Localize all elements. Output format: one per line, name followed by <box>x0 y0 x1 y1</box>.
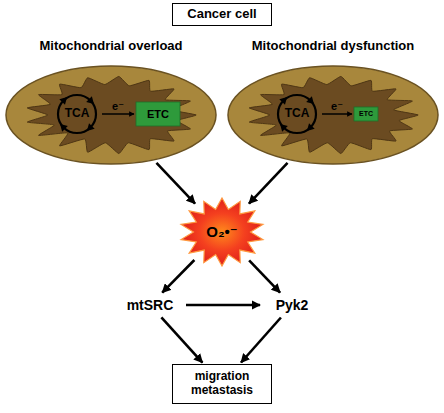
node-label: ETC <box>147 108 169 121</box>
node-label: mtSRC <box>127 297 174 313</box>
arrow-connector <box>186 304 260 307</box>
plain-node: Pyk2 <box>262 294 322 316</box>
arrow-connector <box>241 317 281 362</box>
mito-outline <box>226 64 440 166</box>
node-label: Pyk2 <box>276 297 309 313</box>
mitochondrion-cristae <box>249 76 418 153</box>
star-node: O₂•⁻ <box>180 198 264 266</box>
node-label: TCA <box>65 107 90 121</box>
node-heading: Mitochondrial dysfunction <box>196 39 444 54</box>
mitochondrion-membrane <box>228 66 438 164</box>
arrow-connector <box>249 260 280 292</box>
edge-label: e⁻ <box>112 100 124 113</box>
mitochondrion-cristae <box>27 76 196 153</box>
cycle-arrowhead <box>87 123 95 131</box>
cycle-node: TCA <box>274 91 320 137</box>
cycle-arrowhead <box>60 124 68 132</box>
mitochondrion-membrane <box>6 66 216 164</box>
node-label: migration metastasis <box>179 370 265 398</box>
etc-block <box>354 107 378 121</box>
rect-node: migration metastasis <box>172 364 272 404</box>
etc-node: ETC <box>354 107 378 121</box>
arrow-connector <box>322 113 352 115</box>
cycle-arrowhead <box>307 123 315 131</box>
node-label: O₂•⁻ <box>206 223 238 240</box>
cycle-arrowhead <box>280 124 288 132</box>
arrow-connector <box>102 113 134 115</box>
node-heading: Mitochondrial overload <box>0 39 248 54</box>
cycle-arrowhead <box>306 96 314 104</box>
rect-node: Cancer cell <box>172 3 272 26</box>
cycle-circle <box>58 95 96 133</box>
node-label: TCA <box>285 107 310 121</box>
cycle-circle <box>278 95 316 133</box>
arrow-connector <box>249 163 288 204</box>
mito-node: TCAETCMitochondrial dysfunction <box>226 64 440 166</box>
edge-label: e⁻ <box>331 100 343 113</box>
superoxide-star <box>181 198 263 266</box>
mito-outline <box>4 64 218 166</box>
etc-node: ETC <box>136 102 180 126</box>
arrow-connector <box>162 260 194 293</box>
arrow-connector <box>161 317 202 362</box>
plain-node: mtSRC <box>116 294 184 316</box>
cycle-arrowhead <box>279 97 287 105</box>
node-label: ETC <box>359 110 373 118</box>
cycle-arrowhead <box>59 97 67 105</box>
cycle-node: TCA <box>54 91 100 137</box>
node-label: Cancer cell <box>187 7 256 22</box>
arrow-connector <box>156 163 195 204</box>
cycle-arrowhead <box>86 96 94 104</box>
mito-node: TCAETCMitochondrial overload <box>4 64 218 166</box>
etc-block <box>136 102 180 126</box>
